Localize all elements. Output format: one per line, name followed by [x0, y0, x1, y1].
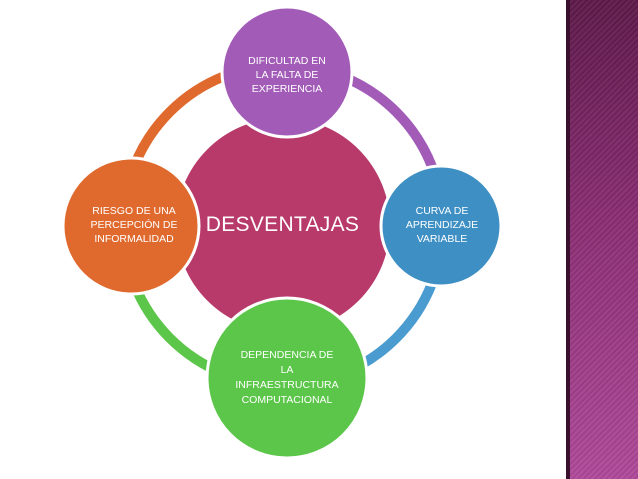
bottom-node-circle	[205, 296, 369, 460]
right-node-label: CURVA DE APRENDIZAJE VARIABLE	[405, 205, 479, 245]
center-label: DESVENTAJAS	[205, 213, 360, 236]
decorative-side-strip	[566, 0, 638, 479]
cycle-diagram	[61, 5, 503, 460]
right-node-circle	[379, 164, 503, 288]
top-node-label: DIFICULTAD EN LA FALTA DE EXPERIENCIA	[248, 55, 326, 95]
left-node-label: RIESGO DE UNA PERCEPCIÓN DE INFORMALIDAD	[90, 205, 178, 245]
left-node-circle	[61, 156, 201, 296]
side-strip-edge	[566, 0, 570, 479]
top-node-circle	[220, 5, 354, 139]
bottom-node-label: DEPENDENCIA DE LA INFRAESTRUCTURA COMPUT…	[235, 348, 339, 406]
